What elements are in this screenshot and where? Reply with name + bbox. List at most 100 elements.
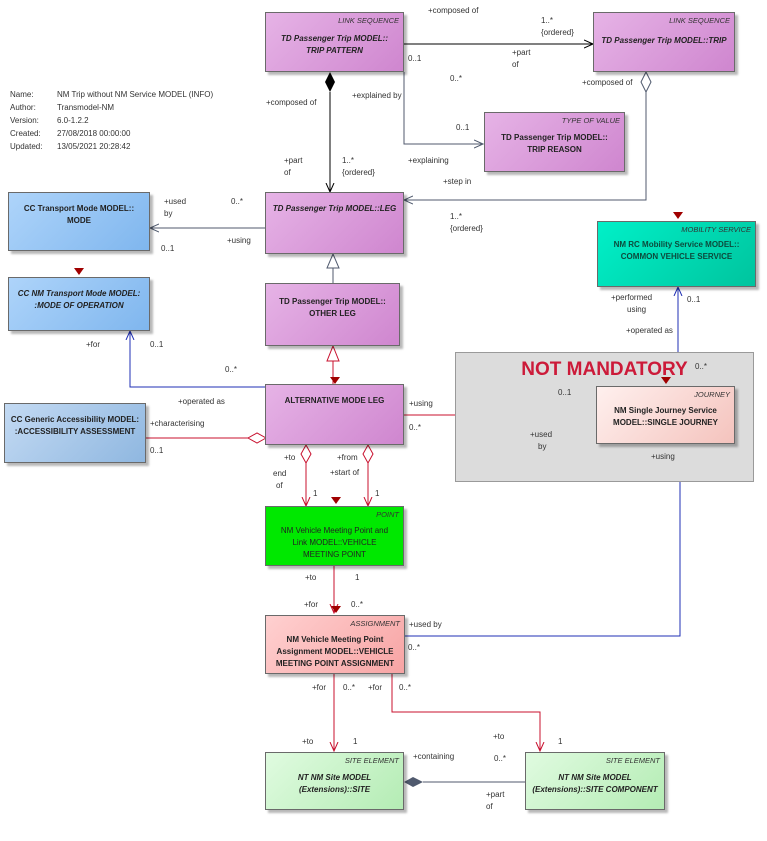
role-label: +to bbox=[493, 732, 505, 741]
constraint-label: {ordered} bbox=[342, 168, 375, 177]
class-name-line2: Assignment MODEL::VEHICLE bbox=[276, 647, 394, 656]
role-label: +using bbox=[651, 452, 675, 461]
meta-version: 6.0-1.2.2 bbox=[57, 116, 89, 125]
multiplicity-label: 0..* bbox=[409, 423, 422, 432]
class-mode[interactable]: CC Transport Mode MODEL:: MODE bbox=[8, 192, 150, 251]
class-vehicle-meeting-point[interactable]: POINT NM Vehicle Meeting Point and Link … bbox=[265, 506, 404, 566]
role-label: +using bbox=[409, 399, 433, 408]
multiplicity-label: 0..1 bbox=[408, 54, 422, 63]
class-name-line1: CC NM Transport Mode MODEL: bbox=[17, 289, 141, 298]
class-accessibility-assessment[interactable]: CC Generic Accessibility MODEL: :ACCESSI… bbox=[4, 403, 146, 463]
class-trip-reason[interactable]: TYPE OF VALUE TD Passenger Trip MODEL:: … bbox=[484, 112, 625, 172]
multiplicity-label: 0..* bbox=[225, 365, 238, 374]
class-name-line1: ALTERNATIVE MODE LEG bbox=[284, 396, 385, 405]
stereotype-label: ASSIGNMENT bbox=[350, 619, 400, 628]
role-label: by bbox=[164, 209, 173, 218]
class-other-leg[interactable]: TD Passenger Trip MODEL:: OTHER LEG bbox=[265, 283, 400, 346]
role-label: +used by bbox=[409, 620, 442, 629]
multiplicity-label: 0..* bbox=[343, 683, 356, 692]
role-label: using bbox=[627, 305, 647, 314]
role-label: +containing bbox=[413, 752, 455, 761]
role-label: +explaining bbox=[408, 156, 449, 165]
multiplicity-label: 1 bbox=[558, 737, 563, 746]
link-pattern-reason bbox=[403, 72, 483, 144]
role-label: +composed of bbox=[582, 78, 633, 87]
multiplicity-label: 0..* bbox=[231, 197, 244, 206]
role-label: +explained by bbox=[352, 91, 402, 100]
class-name-line1: TD Passenger Trip MODEL:: bbox=[279, 297, 386, 306]
diagram-metadata: Name:NM Trip without NM Service MODEL (I… bbox=[10, 88, 213, 153]
role-label: +part bbox=[284, 156, 303, 165]
role-label: +for bbox=[312, 683, 327, 692]
class-single-journey[interactable]: JOURNEY NM Single Journey Service MODEL:… bbox=[596, 386, 735, 444]
role-label: +to bbox=[302, 737, 314, 746]
stereotype-label: SITE ELEMENT bbox=[344, 756, 399, 765]
role-label: of bbox=[276, 481, 283, 490]
aggregation-diamond-accessibility bbox=[246, 432, 268, 444]
constraint-label: {ordered} bbox=[450, 224, 483, 233]
multiplicity-label: 0..* bbox=[408, 643, 421, 652]
class-name-line1: TD Passenger Trip MODEL:: bbox=[281, 34, 388, 43]
class-name-line1: NT NM Site MODEL bbox=[297, 773, 372, 782]
multiplicity-label: 0..1 bbox=[161, 244, 175, 253]
role-label: +part bbox=[512, 48, 531, 57]
role-label: +start of bbox=[330, 468, 360, 477]
class-name-line1: CC Transport Mode MODEL:: bbox=[23, 204, 135, 213]
class-mode-of-operation[interactable]: CC NM Transport Mode MODEL: :MODE OF OPE… bbox=[8, 277, 150, 331]
class-name-line2: TRIP PATTERN bbox=[306, 46, 363, 55]
multiplicity-label: 0..1 bbox=[150, 446, 164, 455]
generalization-triangle-altleg bbox=[326, 344, 340, 362]
class-site-component[interactable]: SITE ELEMENT NT NM Site MODEL (Extension… bbox=[525, 752, 665, 810]
meta-updated-label: Updated: bbox=[10, 142, 43, 151]
class-name-line1: NM RC Mobility Service MODEL:: bbox=[613, 240, 740, 249]
aggregation-diamond-vmp-to bbox=[300, 443, 312, 465]
role-label: +to bbox=[284, 453, 296, 462]
stereotype-label: SITE ELEMENT bbox=[605, 756, 660, 765]
class-name-line2: (Extensions)::SITE COMPONENT bbox=[532, 785, 658, 794]
meta-author-label: Author: bbox=[10, 103, 36, 112]
class-alternative-mode-leg[interactable]: ALTERNATIVE MODE LEG bbox=[265, 384, 404, 445]
marker-triangle bbox=[661, 377, 671, 384]
multiplicity-label: 0..* bbox=[695, 362, 708, 371]
not-mandatory-title: NOT MANDATORY bbox=[521, 359, 688, 380]
class-leg[interactable]: TD Passenger Trip MODEL::LEG bbox=[265, 192, 404, 254]
role-label: end bbox=[273, 469, 287, 478]
class-trip-pattern[interactable]: LINK SEQUENCE TD Passenger Trip MODEL:: … bbox=[265, 12, 404, 72]
role-label: +characterising bbox=[150, 419, 205, 428]
multiplicity-label: 0..1 bbox=[558, 388, 572, 397]
multiplicity-label: 0..1 bbox=[150, 340, 164, 349]
multiplicity-label: 1..* bbox=[541, 16, 554, 25]
class-trip[interactable]: LINK SEQUENCE TD Passenger Trip MODEL::T… bbox=[593, 12, 735, 72]
meta-name-label: Name: bbox=[10, 90, 34, 99]
class-vmp-assignment[interactable]: ASSIGNMENT NM Vehicle Meeting Point Assi… bbox=[265, 615, 405, 674]
class-name-line2: MODEL::SINGLE JOURNEY bbox=[613, 418, 718, 427]
marker-triangle bbox=[331, 497, 341, 504]
class-name-line2: :MODE OF OPERATION bbox=[34, 301, 124, 310]
multiplicity-label: 1 bbox=[375, 489, 380, 498]
role-label: +performed bbox=[611, 293, 653, 302]
class-name-line1: TD Passenger Trip MODEL::TRIP bbox=[601, 36, 727, 45]
role-label: +used bbox=[164, 197, 187, 206]
class-name-line2: (Extensions)::SITE bbox=[298, 785, 371, 794]
role-label: of bbox=[512, 60, 519, 69]
role-label: +for bbox=[304, 600, 319, 609]
multiplicity-label: 0..* bbox=[351, 600, 364, 609]
multiplicity-label: 1 bbox=[355, 573, 360, 582]
stereotype-label: POINT bbox=[376, 510, 399, 519]
stereotype-label: TYPE OF VALUE bbox=[561, 116, 620, 125]
class-name-line2: :ACCESSIBILITY ASSESSMENT bbox=[14, 427, 136, 436]
multiplicity-label: 0..1 bbox=[687, 295, 701, 304]
class-name-line1: TD Passenger Trip MODEL::LEG bbox=[272, 204, 397, 213]
class-name-line1: NM Vehicle Meeting Point bbox=[286, 635, 384, 644]
aggregation-diamond-vmp-from bbox=[362, 443, 374, 465]
role-label: +step in bbox=[443, 177, 472, 186]
class-name-line1: NM Vehicle Meeting Point and bbox=[280, 526, 389, 535]
stereotype-label: JOURNEY bbox=[694, 390, 730, 399]
class-site[interactable]: SITE ELEMENT NT NM Site MODEL (Extension… bbox=[265, 752, 404, 810]
marker-triangle bbox=[74, 268, 84, 275]
marker-triangle bbox=[673, 212, 683, 219]
class-common-vehicle-service[interactable]: MOBILITY SERVICE NM RC Mobility Service … bbox=[597, 221, 756, 287]
class-name-line2: MODE bbox=[67, 216, 91, 225]
role-label: +for bbox=[368, 683, 383, 692]
role-label: +used bbox=[530, 430, 553, 439]
